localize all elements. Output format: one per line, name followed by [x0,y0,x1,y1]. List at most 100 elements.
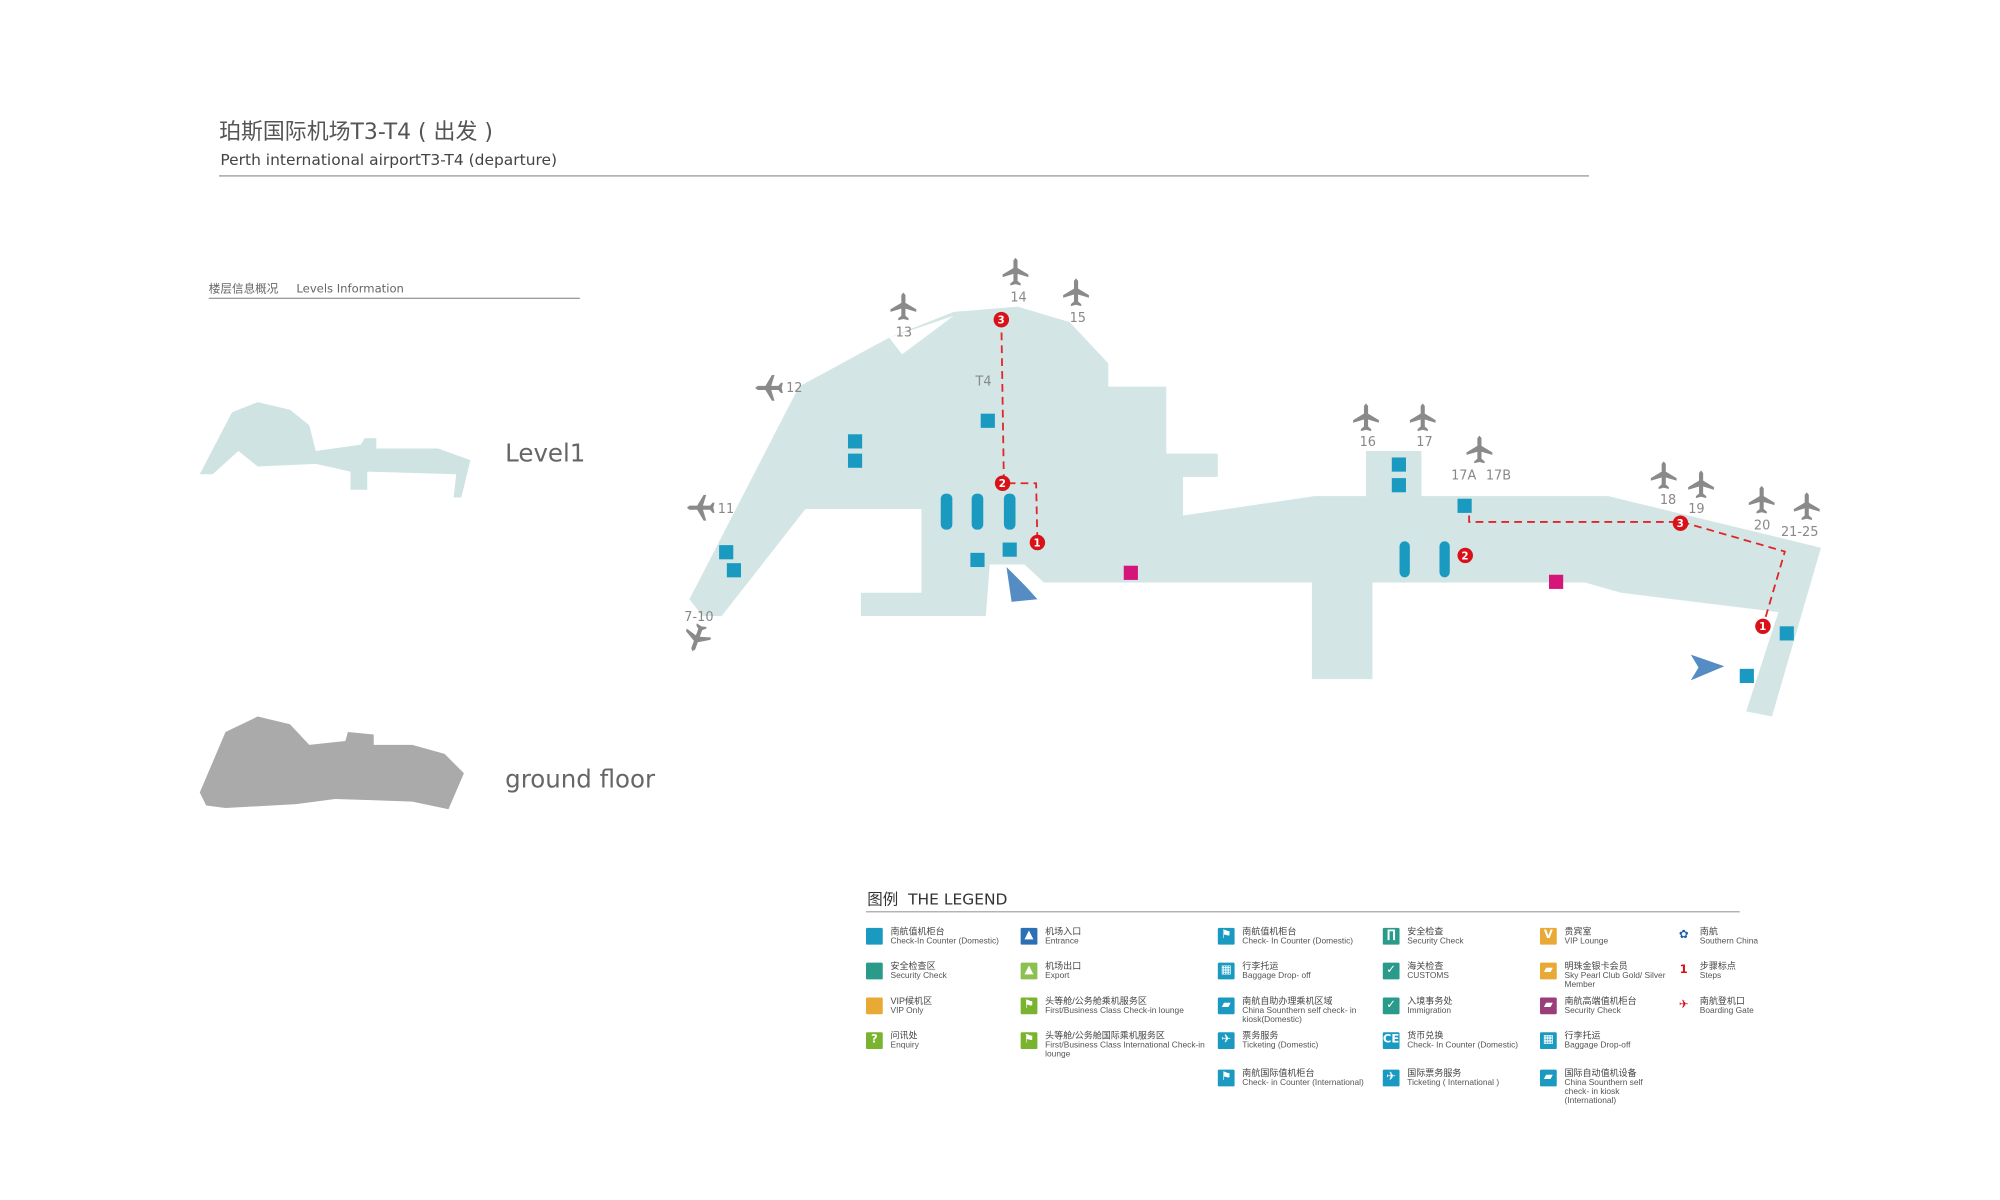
legend-label-cn: 机场入口 [1045,927,1082,937]
gate-label: 18 [1660,493,1676,508]
legend-swatch-icon: ✿ [1678,929,1689,943]
gate-label: 19 [1688,502,1704,517]
legend-label-cn: 行李托运 [1242,962,1279,972]
legend-label-en: Ticketing (Domestic) [1242,1041,1319,1051]
legend-swatch-icon: ▰ [1539,997,1557,1015]
legend-swatch-icon: ⚑ [1020,1032,1038,1050]
terminal-label: T4 [975,374,992,389]
legend-swatch-icon: ▰ [1539,1069,1557,1087]
legend-label-en: China Sounthern self check- in kiosk (In… [1564,1078,1643,1106]
gate-label: 17A [1451,468,1476,483]
legend-label-cn: 贵宾室 [1564,927,1592,937]
ground-floor-thumbnail[interactable] [199,716,464,810]
legend-label-en: Southern China [1699,936,1759,946]
legend-label-cn: 海关检查 [1407,962,1444,972]
legend-label-en: Security Check [1564,1006,1621,1016]
plane-icon [1793,492,1820,520]
legend-swatch-icon [866,997,883,1015]
legend-swatch-icon: CE [1382,1032,1400,1050]
legend-label-cn: 南航值机柜台 [890,927,945,937]
legend-label-cn: 入境事务处 [1407,997,1453,1007]
facility-icons [719,413,1794,684]
legend-label-en: Security Check [890,971,947,981]
legend-title-en: THE LEGEND [908,890,1008,909]
svg-text:2: 2 [1461,550,1468,562]
legend-title-cn: 图例 [867,890,899,909]
svg-text:1: 1 [1034,537,1041,549]
gate-label: 17B [1486,468,1511,483]
gate-label: 21-25 [1781,525,1818,540]
legend-swatch-icon: ▦ [1539,1032,1557,1050]
plane-icon [686,494,715,521]
plane-icon [680,620,714,656]
legend-label-cn: 头等舱/公务舱国际乘机服务区 [1045,1032,1165,1042]
plane-icon [1063,278,1089,307]
page-title: 珀斯国际机场T3-T4 ( 出发 ) [219,119,493,146]
legend-swatch-icon: V [1539,927,1557,945]
gate-label: 12 [786,381,802,396]
legend-label-cn: 南航值机柜台 [1242,927,1297,937]
legend-label-cn: 步骤标点 [1699,962,1736,972]
plane-icon [1748,485,1775,514]
legend-label-cn: 国际票务服务 [1407,1069,1462,1079]
legend-swatch-icon: ✓ [1382,997,1400,1015]
legend-label-en: Check-In Counter (Domestic) [890,936,999,946]
levels-title-en: Levels Information [296,283,404,297]
legend-swatch-icon [866,962,883,980]
plane-icon [1688,470,1714,499]
legend-swatch-icon: ∏ [1382,927,1400,945]
legend-swatch-icon: ✓ [1382,962,1400,980]
plane-icon [755,375,783,401]
legend-label-en: Baggage Drop- off [1242,971,1311,981]
legend-label-cn: 南航国际值机柜台 [1242,1069,1315,1079]
legend-label-cn: 南航高端值机柜台 [1564,997,1637,1007]
gate-label: 16 [1360,435,1376,450]
legend-label-en: Security Check [1407,936,1464,946]
legend-label-cn: 南航自助办理乘机区域 [1242,997,1333,1007]
level1-label[interactable]: Level1 [505,439,586,468]
check-in-counters [940,493,1450,578]
ground-floor-label[interactable]: ground floor [505,765,656,794]
legend-divider [866,911,1740,913]
legend-label-en: Check- In Counter (Domestic) [1407,1041,1519,1051]
legend-swatch-icon: ▲ [1020,962,1038,980]
legend-label-en: VIP Lounge [1564,936,1609,946]
gate-label: 15 [1070,311,1086,326]
title-divider [219,175,1589,177]
legend-label-en: First/Business Class International Check… [1045,1041,1205,1060]
legend-label-cn: 头等舱/公务舱乘机服务区 [1045,997,1147,1007]
plane-icon [1650,461,1677,490]
level1-thumbnail[interactable] [199,402,471,498]
legend-label-cn: 南航登机口 [1699,997,1745,1007]
